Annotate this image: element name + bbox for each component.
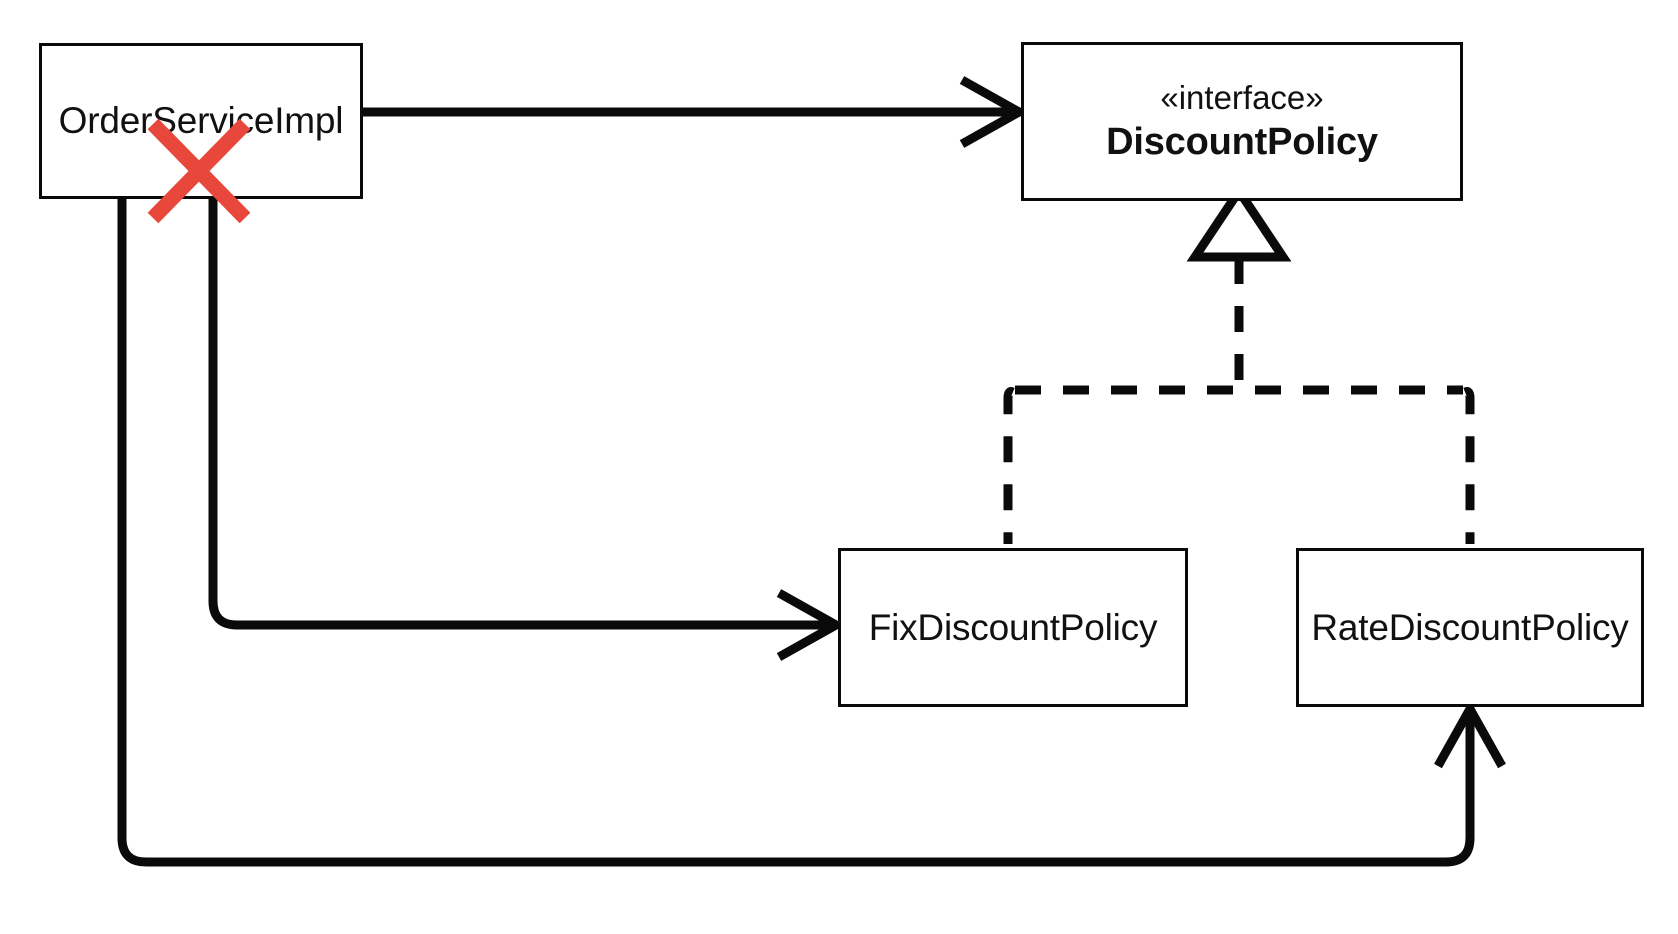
class-name-fix-discount-policy: FixDiscountPolicy (868, 606, 1158, 648)
class-box-discount-policy[interactable]: «interface» DiscountPolicy (1021, 42, 1463, 201)
class-box-order-service-impl[interactable]: OrderServiceImpl (39, 43, 363, 199)
class-name-rate-discount-policy: RateDiscountPolicy (1311, 606, 1629, 648)
class-box-rate-discount-policy[interactable]: RateDiscountPolicy (1296, 548, 1644, 707)
class-stereotype-discount-policy: «interface» (1160, 78, 1324, 116)
hollow-triangle-arrowhead (1186, 182, 1292, 262)
connector-order-to-ratediscountpolicy (117, 199, 1506, 867)
connector-order-to-fixdiscountpolicy (208, 199, 846, 661)
connector-order-to-discountpolicy (363, 76, 1029, 148)
class-name-discount-policy: DiscountPolicy (1106, 120, 1378, 163)
connector-realization-bus (1003, 182, 1475, 544)
class-box-fix-discount-policy[interactable]: FixDiscountPolicy (838, 548, 1188, 707)
class-name-order-service-impl: OrderServiceImpl (58, 100, 344, 142)
